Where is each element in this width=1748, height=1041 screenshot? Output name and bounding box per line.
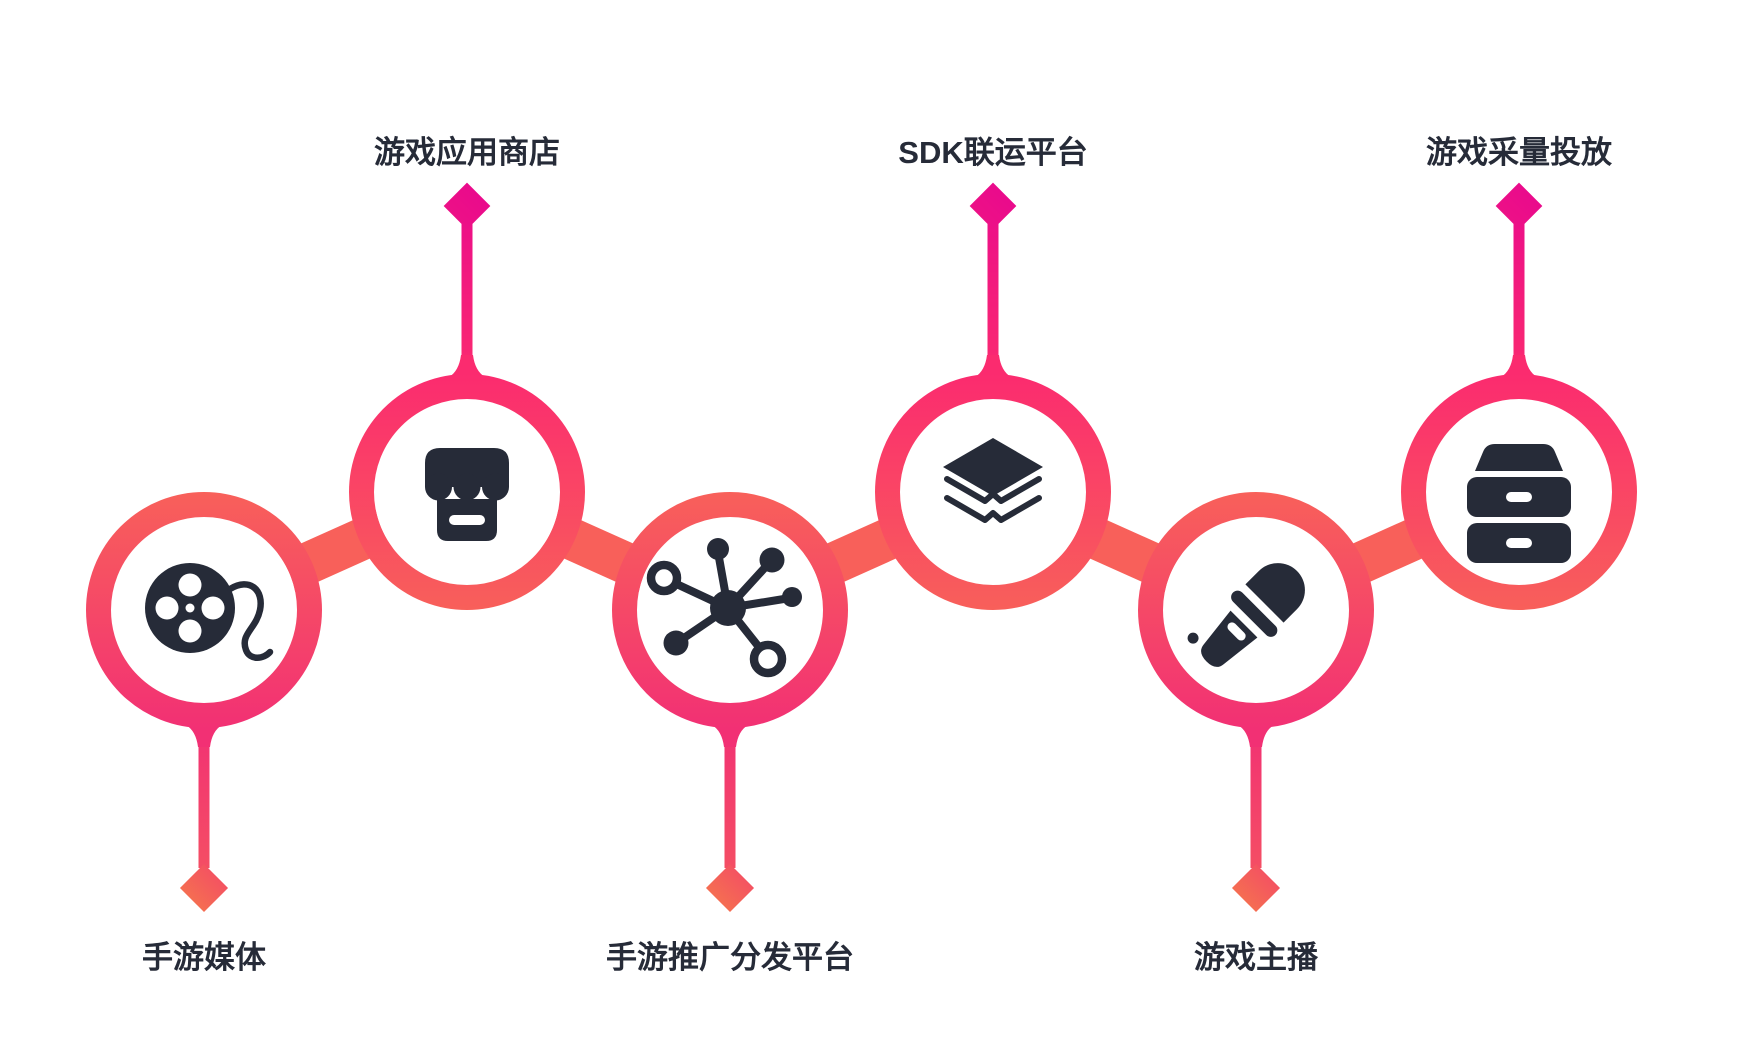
node-label-sdk-joint-platform: SDK联运平台 bbox=[898, 135, 1087, 170]
stem bbox=[724, 722, 736, 868]
stem bbox=[1513, 224, 1525, 376]
stem-fillet bbox=[1238, 725, 1274, 747]
stem-fillet bbox=[975, 355, 1011, 377]
diamond-marker bbox=[1231, 863, 1281, 913]
node-label-promo-distribution: 手游推广分发平台 bbox=[606, 940, 854, 975]
diamond-marker bbox=[179, 863, 229, 913]
node-label-game-volume-advertising: 游戏采量投放 bbox=[1426, 135, 1613, 170]
diamond-marker bbox=[443, 182, 491, 230]
top-connectors bbox=[443, 182, 1543, 377]
stem-fillet bbox=[1501, 355, 1537, 377]
layers-icon bbox=[943, 438, 1043, 523]
stem-fillet bbox=[712, 725, 748, 747]
diamond-marker bbox=[1495, 182, 1543, 230]
node-labels: 手游媒体 游戏应用商店 手游推广分发平台 SDK联运平台 游戏主播 游戏采量投放 bbox=[142, 135, 1613, 975]
stem bbox=[1250, 722, 1262, 868]
microphone-icon bbox=[1187, 563, 1305, 667]
node-label-mobile-game-media: 手游媒体 bbox=[142, 940, 266, 975]
stem bbox=[461, 224, 473, 376]
bottom-connectors bbox=[179, 722, 1281, 913]
network-hub-icon bbox=[646, 538, 802, 678]
stem-fillet bbox=[186, 725, 222, 747]
film-reel-icon bbox=[145, 563, 274, 661]
diamond-marker bbox=[705, 863, 755, 913]
diamond-marker bbox=[969, 182, 1017, 230]
node-label-game-streamer: 游戏主播 bbox=[1194, 940, 1319, 975]
node-label-game-app-store: 游戏应用商店 bbox=[374, 135, 560, 170]
storage-server-icon bbox=[1467, 444, 1571, 563]
stem bbox=[987, 224, 999, 376]
storefront-icon bbox=[425, 448, 509, 541]
stem-fillet bbox=[449, 355, 485, 377]
stem bbox=[198, 722, 210, 868]
